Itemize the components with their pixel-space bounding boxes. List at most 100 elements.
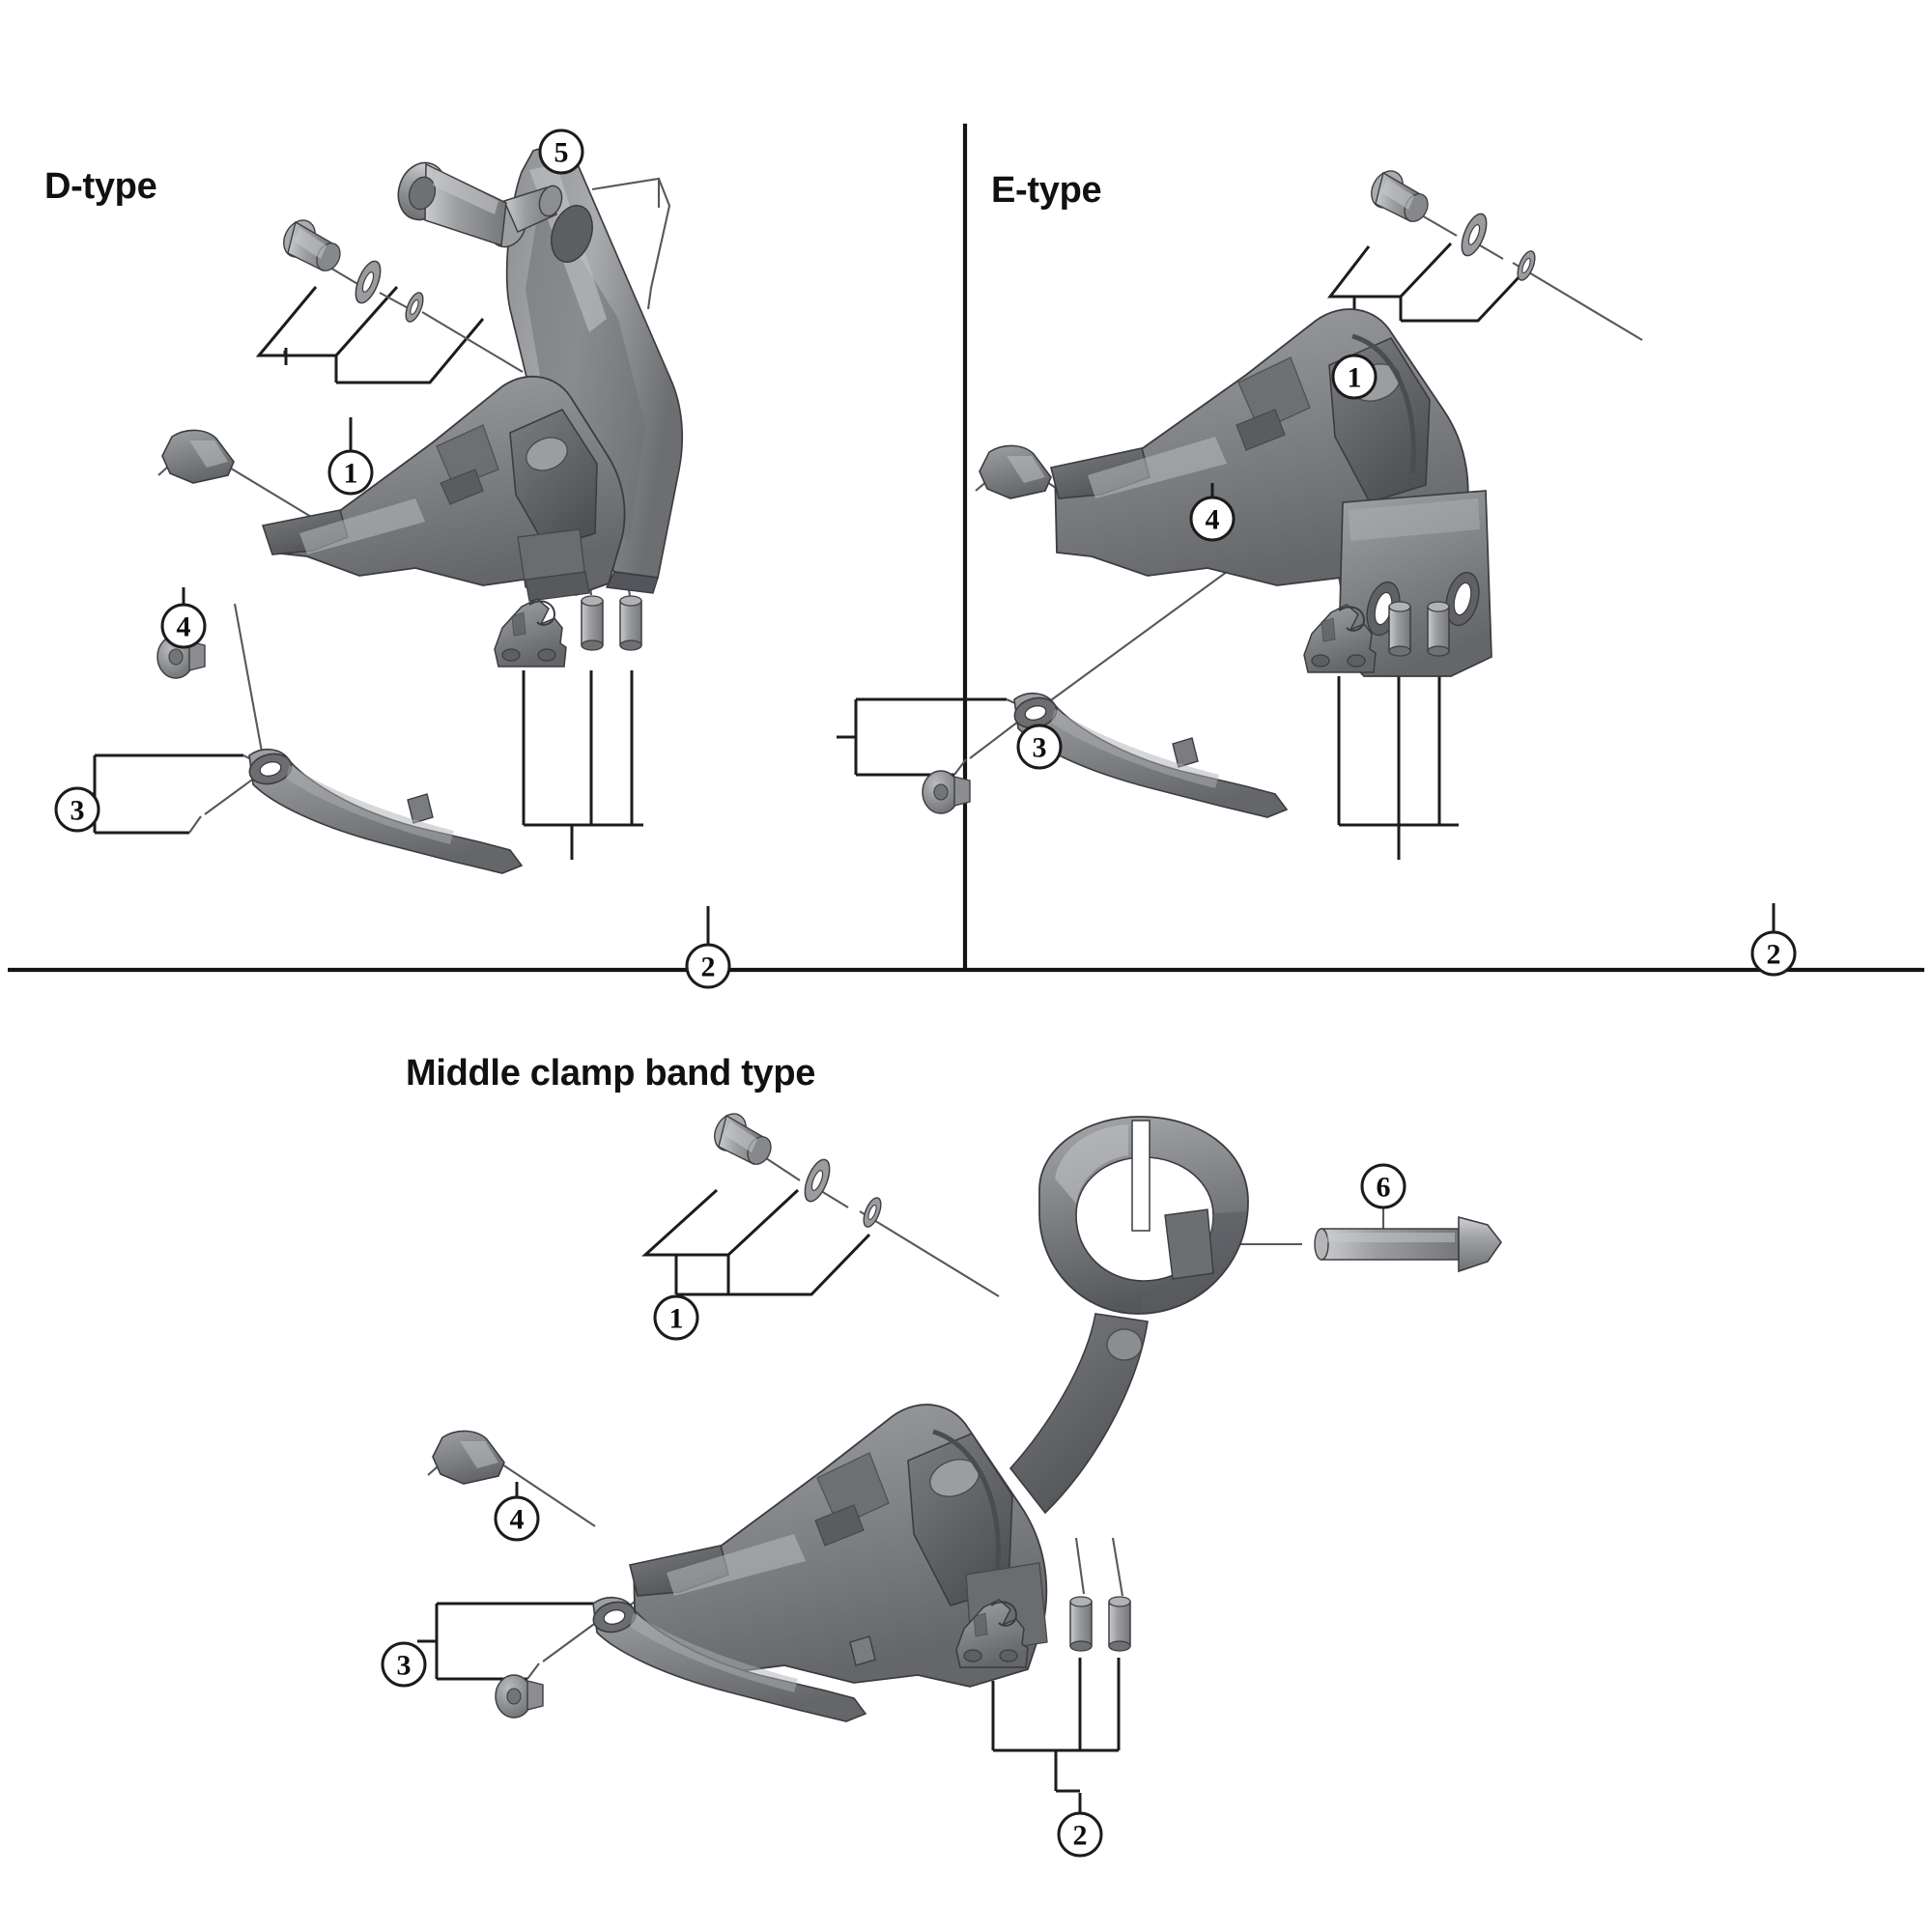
panel-middle-clamp-band: 1 6 4 3 2 (381, 1113, 1502, 1858)
callout-e-4-label: 4 (1206, 504, 1220, 536)
body-pivot-boss-d (526, 437, 568, 471)
washer-small-1-e (1517, 250, 1536, 281)
spacer-sleeve-b-2-e (1427, 601, 1450, 657)
leader-e-1-bolt (1419, 213, 1458, 237)
callout-d-2[interactable]: 2 (685, 943, 731, 989)
leader-m-4-to-body (501, 1463, 596, 1527)
spacer-sleeve-a-2-e (1388, 601, 1411, 657)
cable-arm-tab-e (1172, 737, 1199, 768)
body-link-m (932, 1429, 1001, 1576)
body-web-d (436, 424, 499, 488)
callout-e-2[interactable]: 2 (1750, 930, 1797, 977)
clamp-band-lug (1164, 1208, 1214, 1280)
leader-m-2-sleeve1 (1074, 1537, 1086, 1595)
callout-d-5[interactable]: 5 (538, 128, 584, 175)
body-highlight-e (1088, 437, 1227, 498)
callout-m-2[interactable]: 2 (1057, 1811, 1103, 1858)
bracket-d-2 (522, 670, 643, 827)
e-plate-slot-2-hole (1453, 582, 1472, 616)
callout-e-3-label: 3 (1033, 732, 1047, 764)
mounting-bolt-1-m (714, 1113, 772, 1165)
bracket-e-3 (854, 697, 1007, 777)
bracket-m-1b (726, 1233, 871, 1296)
callout-d-4[interactable]: 4 (160, 603, 207, 649)
washer-large-1-e (1461, 213, 1488, 257)
fixing-bolt-3-m (495, 1674, 544, 1719)
leader-m-3-bolt-to-arm (542, 1618, 602, 1662)
spacer-sleeve-b-2-m (1108, 1596, 1131, 1652)
leader-d-5-to-cage (591, 177, 661, 208)
body-web-e (1237, 356, 1311, 432)
panel-d-callout-leaders (182, 417, 710, 945)
callout-d-3[interactable]: 3 (54, 786, 100, 833)
leader-e-3-bolt (953, 758, 967, 776)
panel-e-type: 1 4 3 2 (837, 170, 1797, 977)
cable-arm-tab-m (849, 1635, 876, 1666)
leader-d-3-arm-to-body (233, 603, 268, 774)
callout-m-6[interactable]: 6 (1360, 1163, 1406, 1209)
callout-e-1-label: 1 (1348, 362, 1362, 394)
body-link-e (1351, 333, 1416, 474)
mounting-bolt-1-d (283, 219, 341, 271)
body-pivot-block-d (509, 408, 598, 550)
leader-d-3-bolt-to-arm (204, 774, 260, 815)
cable-adjust-plate-2-m (955, 1599, 1029, 1668)
cable-arm-eye-hole-d (259, 761, 282, 777)
leader-e-3-bolt-to-arm (969, 718, 1023, 759)
bracket-e-1b (1399, 271, 1524, 323)
panel-title-middle-clamp-band: Middle clamp band type (406, 1053, 816, 1094)
leader-d-5-to-cage-b (646, 178, 671, 310)
callout-d-1[interactable]: 1 (327, 449, 374, 496)
leader-d-3-bolt (188, 815, 202, 834)
bracket-e-1 (1326, 242, 1453, 298)
leader-e-1-smallwasher (1512, 262, 1643, 341)
cable-adjust-plate-2-e (1303, 604, 1377, 673)
body-web-m (816, 1452, 890, 1527)
callout-d-1-label: 1 (344, 458, 358, 490)
callout-e-1[interactable]: 1 (1331, 354, 1378, 400)
cover-cap-hl-d (189, 440, 228, 468)
callout-d-4-label: 4 (177, 611, 191, 643)
cable-arm-tab-d (407, 793, 434, 824)
leader-m-1-bolt (762, 1155, 801, 1181)
callout-d-5-label: 5 (554, 137, 569, 169)
fixing-bolt-5-d (397, 161, 563, 248)
body-slot-m (814, 1504, 865, 1547)
callout-m-4[interactable]: 4 (494, 1495, 540, 1542)
callout-e-3[interactable]: 3 (1016, 724, 1063, 770)
callout-d-3-label: 3 (71, 795, 85, 827)
callout-e-4[interactable]: 4 (1189, 496, 1236, 542)
cage-slot-hole (551, 205, 593, 263)
callout-m-3[interactable]: 3 (381, 1641, 427, 1688)
washer-small-1-d (405, 292, 424, 323)
mounting-bolt-1-e (1371, 170, 1429, 222)
clamp-band-hl (1055, 1124, 1128, 1204)
cover-cap-hl-e (1007, 456, 1045, 483)
body-slot-d (440, 469, 484, 505)
panel-e-callout-stems (1210, 483, 1776, 932)
cable-arm-highlight-m (630, 1613, 798, 1692)
leader-m-2-sleeve2 (1111, 1537, 1124, 1597)
cage-inner-shade (526, 193, 645, 541)
callout-m-1[interactable]: 1 (653, 1294, 699, 1341)
spacer-sleeve-a-2-m (1069, 1596, 1093, 1652)
panel-title-d-type: D-type (44, 166, 157, 207)
cable-arm-eye-hole-e (1024, 705, 1047, 721)
cable-adjust-plate-2-d (494, 598, 567, 668)
cable-arm-eye-hole-m (603, 1609, 626, 1625)
leader-e-3-arm-to-body (1033, 550, 1257, 714)
spacer-sleeve-b-2-d (619, 595, 642, 651)
leader-d-4-to-body (227, 466, 322, 524)
panel-m-callout-stems (515, 1482, 1082, 1813)
callout-m-4-label: 4 (510, 1504, 525, 1536)
callout-e-2-label: 2 (1767, 939, 1781, 971)
callout-m-2-label: 2 (1073, 1820, 1088, 1852)
body-bottom-lip-d (525, 571, 590, 602)
clamp-band-shade (1142, 1211, 1246, 1312)
e-plate-highlight (1349, 498, 1480, 541)
leader-d-1-smallwasher (421, 311, 524, 373)
clamp-band-gap (1131, 1120, 1151, 1232)
callout-m-1-label: 1 (669, 1303, 684, 1335)
leader-m-1-smallwasher (859, 1210, 1000, 1297)
